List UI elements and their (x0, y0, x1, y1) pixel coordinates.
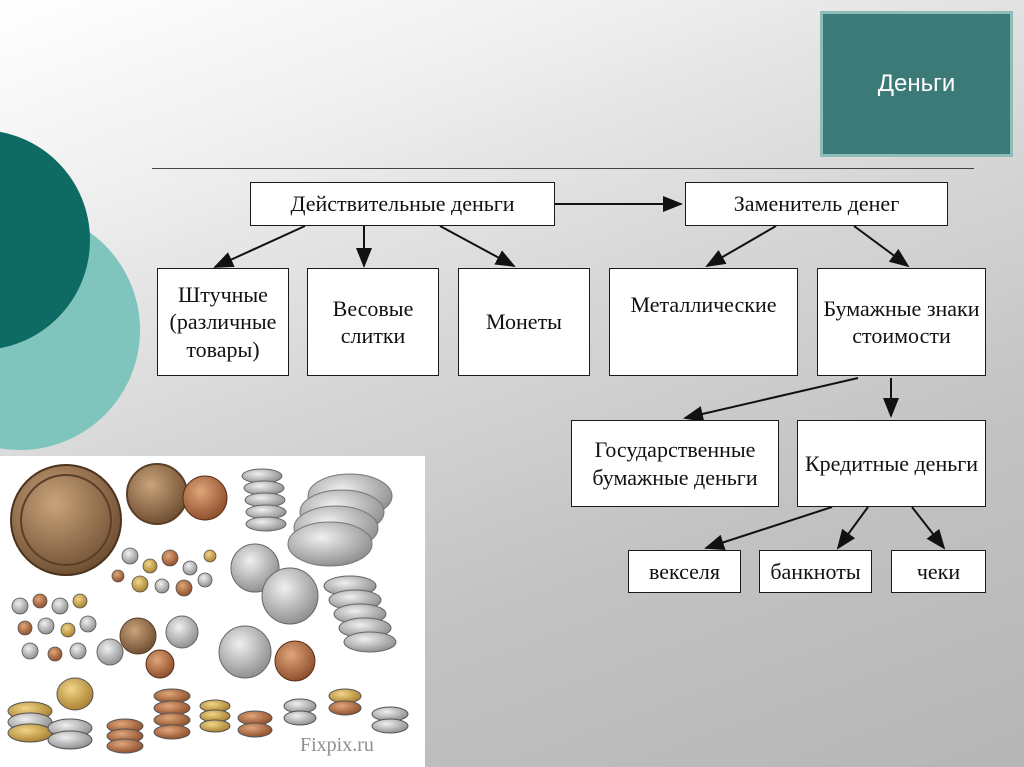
node-credit-money-label: Кредитные деньги (805, 450, 978, 478)
photo-watermark: Fixpix.ru (300, 734, 374, 757)
node-weight-ingots: Весовые слитки (307, 268, 439, 376)
node-real-money: Действительные деньги (250, 182, 555, 226)
node-real-money-label: Действительные деньги (290, 190, 514, 218)
arrow-real-to-piece (215, 226, 305, 267)
node-piece-goods-label: Штучные (различные товары) (162, 281, 284, 364)
node-checks-label: чеки (917, 558, 960, 586)
node-bills-of-exchange-label: векселя (649, 558, 720, 586)
arrow-credit-to-banknotes (838, 507, 868, 548)
node-money-substitute: Заменитель денег (685, 182, 948, 226)
node-weight-ingots-label: Весовые слитки (312, 295, 434, 350)
node-credit-money: Кредитные деньги (797, 420, 986, 507)
arrow-credit-to-bills (706, 507, 832, 548)
node-piece-goods: Штучные (различные товары) (157, 268, 289, 376)
coins-photo: Fixpix.ru (0, 456, 425, 767)
node-paper-value-tokens-label: Бумажные знаки стоимости (822, 295, 981, 350)
node-coins-label: Монеты (486, 308, 562, 336)
node-state-paper-money: Государственные бумажные деньги (571, 420, 779, 507)
node-banknotes: банкноты (759, 550, 872, 593)
arrow-substitute-to-metallic (707, 226, 776, 266)
node-bills-of-exchange: векселя (628, 550, 741, 593)
node-metallic-label: Металлические (631, 291, 777, 319)
node-money-substitute-label: Заменитель денег (734, 190, 899, 218)
arrow-substitute-to-paper (854, 226, 908, 266)
node-banknotes-label: банкноты (770, 558, 860, 586)
node-checks: чеки (891, 550, 986, 593)
node-paper-value-tokens: Бумажные знаки стоимости (817, 268, 986, 376)
node-state-paper-money-label: Государственные бумажные деньги (576, 436, 774, 491)
coins-illustration (0, 456, 425, 767)
node-metallic: Металлические (609, 268, 798, 376)
arrow-credit-to-checks (912, 507, 944, 548)
arrow-paper-to-state (685, 378, 858, 418)
node-coins: Монеты (458, 268, 590, 376)
arrow-real-to-coins (440, 226, 514, 266)
